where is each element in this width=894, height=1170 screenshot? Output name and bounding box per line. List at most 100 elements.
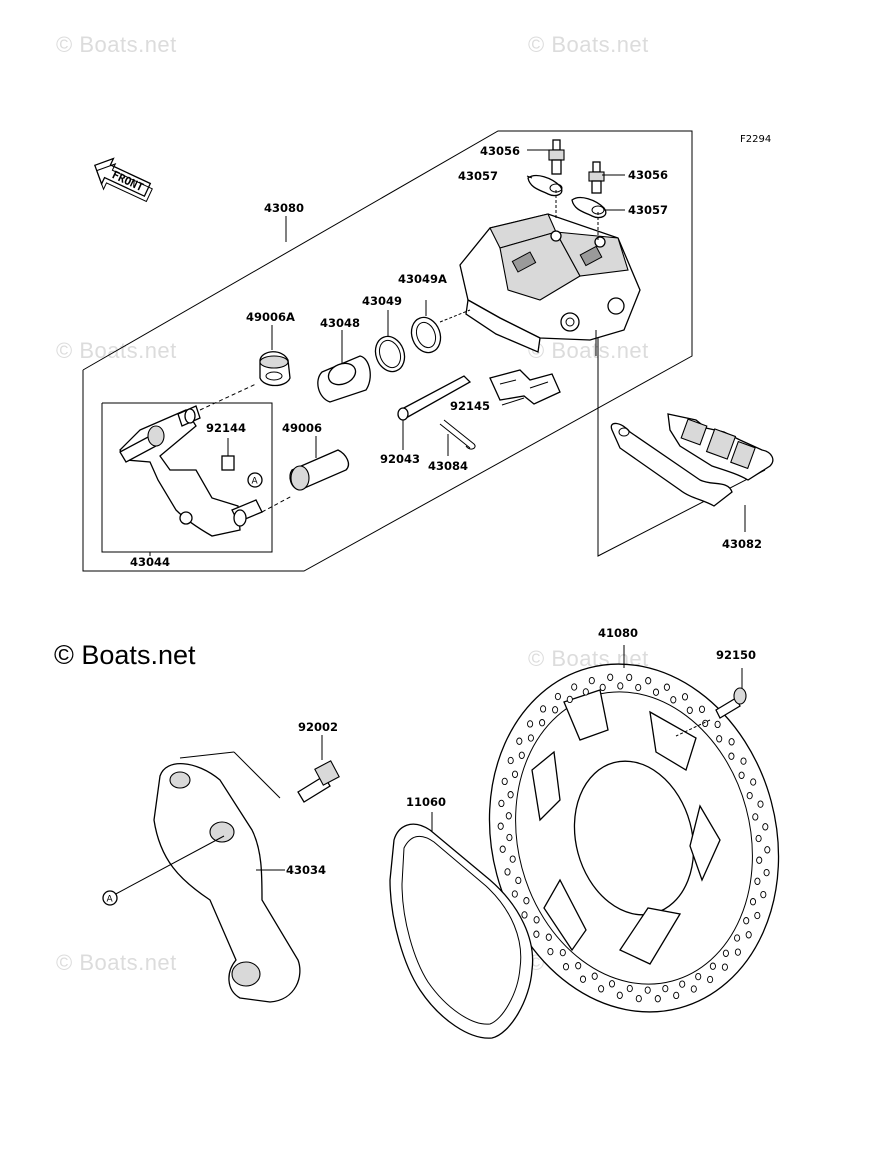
- vent-hole: [552, 706, 559, 714]
- vent-hole: [662, 984, 669, 993]
- vent-hole: [511, 770, 519, 778]
- part-label: 41080: [598, 626, 638, 640]
- vent-hole: [764, 846, 771, 854]
- vent-hole: [738, 771, 745, 779]
- pin-clip-43084: [439, 419, 476, 450]
- vent-hole: [644, 986, 651, 994]
- slide-pin-upper: [177, 405, 201, 427]
- vent-hole: [545, 933, 552, 941]
- vent-hole: [626, 673, 633, 682]
- vent-hole: [709, 962, 716, 970]
- disc-gasket-11060: [389, 823, 534, 1039]
- vent-hole: [755, 834, 762, 843]
- part-label: 92144: [206, 421, 246, 435]
- part-label: 43044: [130, 555, 170, 569]
- vent-hole: [579, 975, 587, 983]
- vent-hole: [762, 823, 769, 831]
- pad-spring-92145: [489, 369, 561, 405]
- ref-marker-a: [247, 472, 263, 488]
- vent-hole: [645, 677, 652, 685]
- part-label: 92002: [298, 720, 338, 734]
- vent-hole: [728, 752, 735, 760]
- vent-hole: [670, 696, 677, 704]
- vent-hole: [707, 975, 714, 984]
- part-label: 49006: [282, 421, 322, 435]
- vent-hole: [654, 995, 661, 1003]
- vent-hole: [518, 751, 525, 759]
- part-label: 43049A: [398, 272, 447, 286]
- vent-hole: [515, 876, 522, 885]
- part-label: 43049: [362, 294, 402, 308]
- part-label: 43034: [286, 863, 326, 877]
- vent-hole: [722, 949, 729, 957]
- part-label: 92150: [716, 648, 756, 662]
- vent-hole: [591, 972, 598, 980]
- watermark: © Boats.net: [56, 950, 177, 975]
- ref-letter-a: A: [252, 477, 259, 487]
- vent-hole: [716, 735, 723, 743]
- bleeder-valve-a: [548, 139, 565, 175]
- vent-hole: [527, 720, 534, 728]
- vent-hole: [507, 791, 514, 799]
- brake-pad-front: [610, 422, 733, 507]
- vent-hole: [575, 962, 582, 970]
- vent-hole: [511, 890, 518, 898]
- diagram-ref-code: F2294: [740, 134, 771, 145]
- vent-hole: [749, 898, 757, 906]
- vent-hole: [599, 683, 606, 692]
- pad-retainer-92144: [221, 455, 235, 471]
- slide-pin-lower: [231, 499, 263, 527]
- part-label: 43056: [628, 168, 668, 182]
- vent-hole: [523, 897, 530, 905]
- part-label: 43057: [628, 203, 668, 217]
- vent-hole: [499, 845, 506, 853]
- bleeder-valve-b: [588, 161, 605, 194]
- vent-hole: [559, 948, 566, 957]
- vent-hole: [566, 695, 573, 704]
- assembly-outline-43080: [82, 130, 693, 572]
- vent-hole: [617, 682, 624, 690]
- vent-hole: [652, 688, 660, 696]
- watermark: © Boats.net: [528, 32, 649, 57]
- vent-hole: [754, 911, 761, 920]
- vent-hole: [754, 877, 761, 885]
- vent-hole: [673, 991, 680, 1000]
- pad-pin-92043: [397, 375, 472, 421]
- vent-hole: [505, 812, 512, 820]
- watermark: © Boats.net: [56, 32, 177, 57]
- vent-hole: [616, 991, 623, 999]
- part-label: 43056: [480, 144, 520, 158]
- bracket-bolt-92002: [297, 760, 340, 803]
- vent-hole: [745, 931, 752, 939]
- vent-hole: [533, 930, 540, 938]
- part-label: 49006A: [246, 310, 295, 324]
- brake-pad-rear: [667, 413, 774, 481]
- vent-hole: [728, 738, 735, 746]
- vent-hole: [497, 822, 504, 830]
- vent-hole: [702, 719, 709, 728]
- brake-disc-41080: [488, 663, 780, 1013]
- vent-hole: [763, 868, 770, 877]
- vent-hole: [752, 813, 759, 821]
- part-label: 43048: [320, 316, 360, 330]
- vent-hole: [540, 705, 547, 713]
- vent-hole: [756, 856, 763, 864]
- part-label: 92145: [450, 399, 490, 413]
- vent-hole: [501, 777, 508, 786]
- copyright-notice: © Boats.net: [54, 640, 196, 670]
- vent-hole: [521, 911, 528, 919]
- watermark: © Boats.net: [528, 338, 649, 363]
- vent-hole: [681, 693, 689, 701]
- disc-vent-holes: [497, 673, 771, 1003]
- part-label: 11060: [406, 795, 446, 809]
- vent-hole: [690, 985, 697, 993]
- vent-hole: [509, 855, 516, 863]
- vent-hole: [698, 705, 706, 713]
- vent-hole: [608, 980, 616, 988]
- vent-hole: [734, 948, 741, 956]
- vent-hole: [626, 984, 633, 993]
- vent-hole: [635, 683, 642, 692]
- vent-hole: [554, 692, 561, 701]
- vent-hole: [721, 963, 728, 971]
